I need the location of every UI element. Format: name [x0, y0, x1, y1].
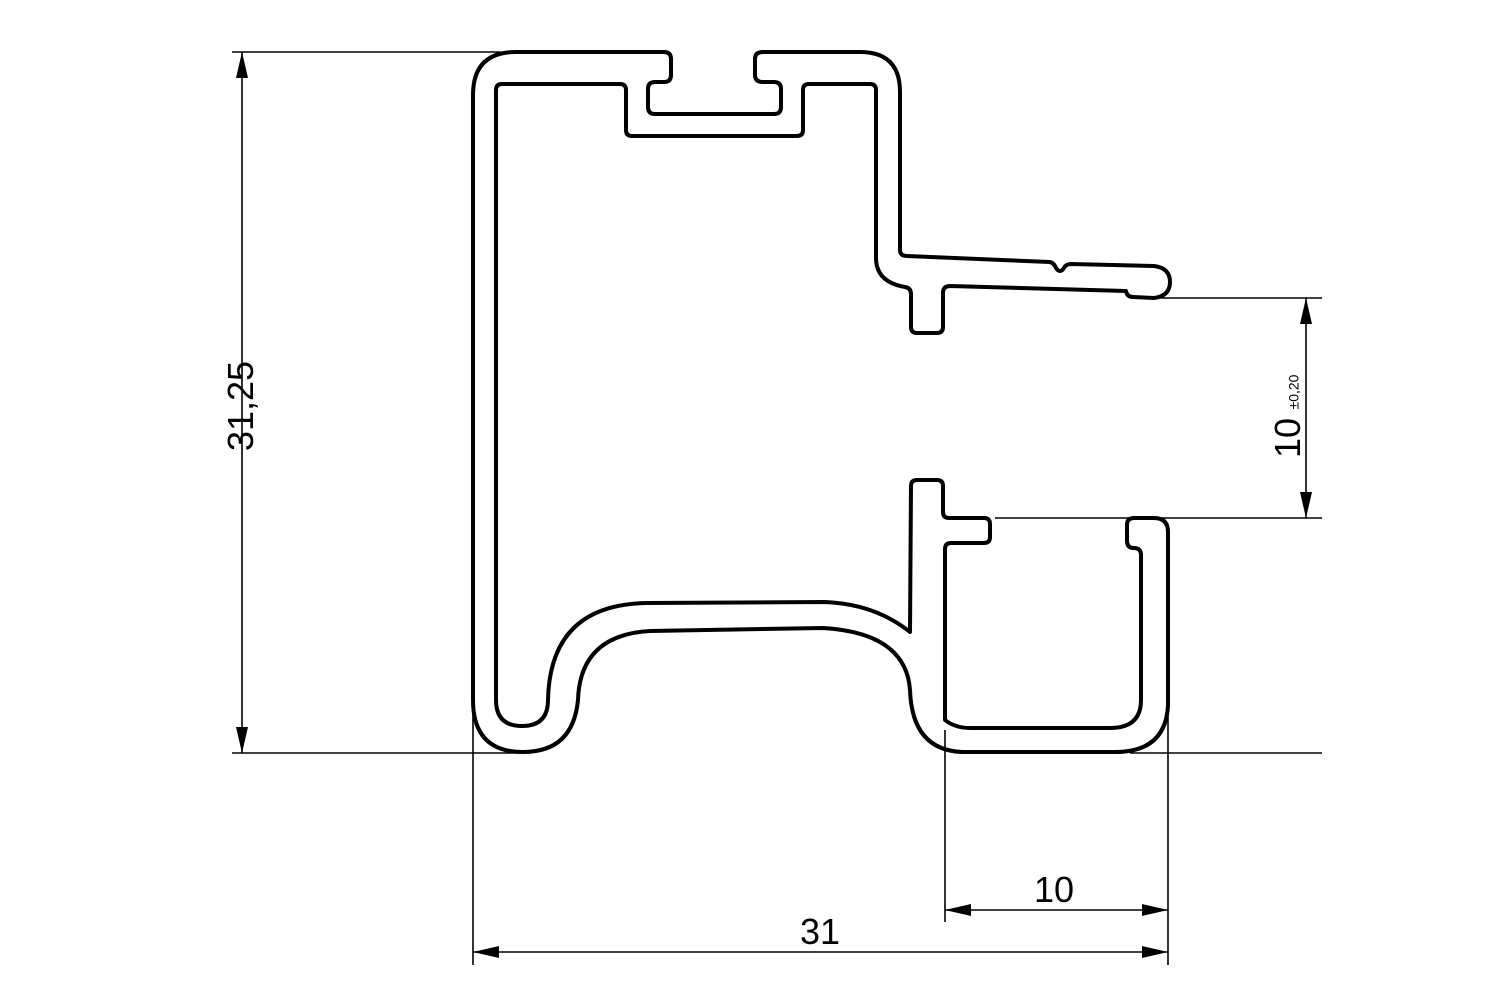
- arrow-right-icon: [1142, 946, 1168, 958]
- arrow-up-icon: [236, 52, 248, 78]
- dim-label-opening-tolerance: ±0,20: [1285, 374, 1302, 410]
- arrow-left-icon: [473, 946, 499, 958]
- profile-outline: [471, 50, 1172, 754]
- arrow-left-icon: [945, 904, 971, 916]
- dim-label-total-width: 31: [800, 911, 841, 952]
- dim-label-channel-width: 10: [1034, 869, 1075, 910]
- arrow-right-icon: [1142, 904, 1168, 916]
- dim-label-height: 31,25: [220, 360, 262, 452]
- arrow-down-icon: [1300, 492, 1312, 518]
- dim-label-opening: 10: [1267, 417, 1309, 459]
- arrow-up-icon: [1300, 298, 1312, 324]
- arrow-down-icon: [236, 727, 248, 753]
